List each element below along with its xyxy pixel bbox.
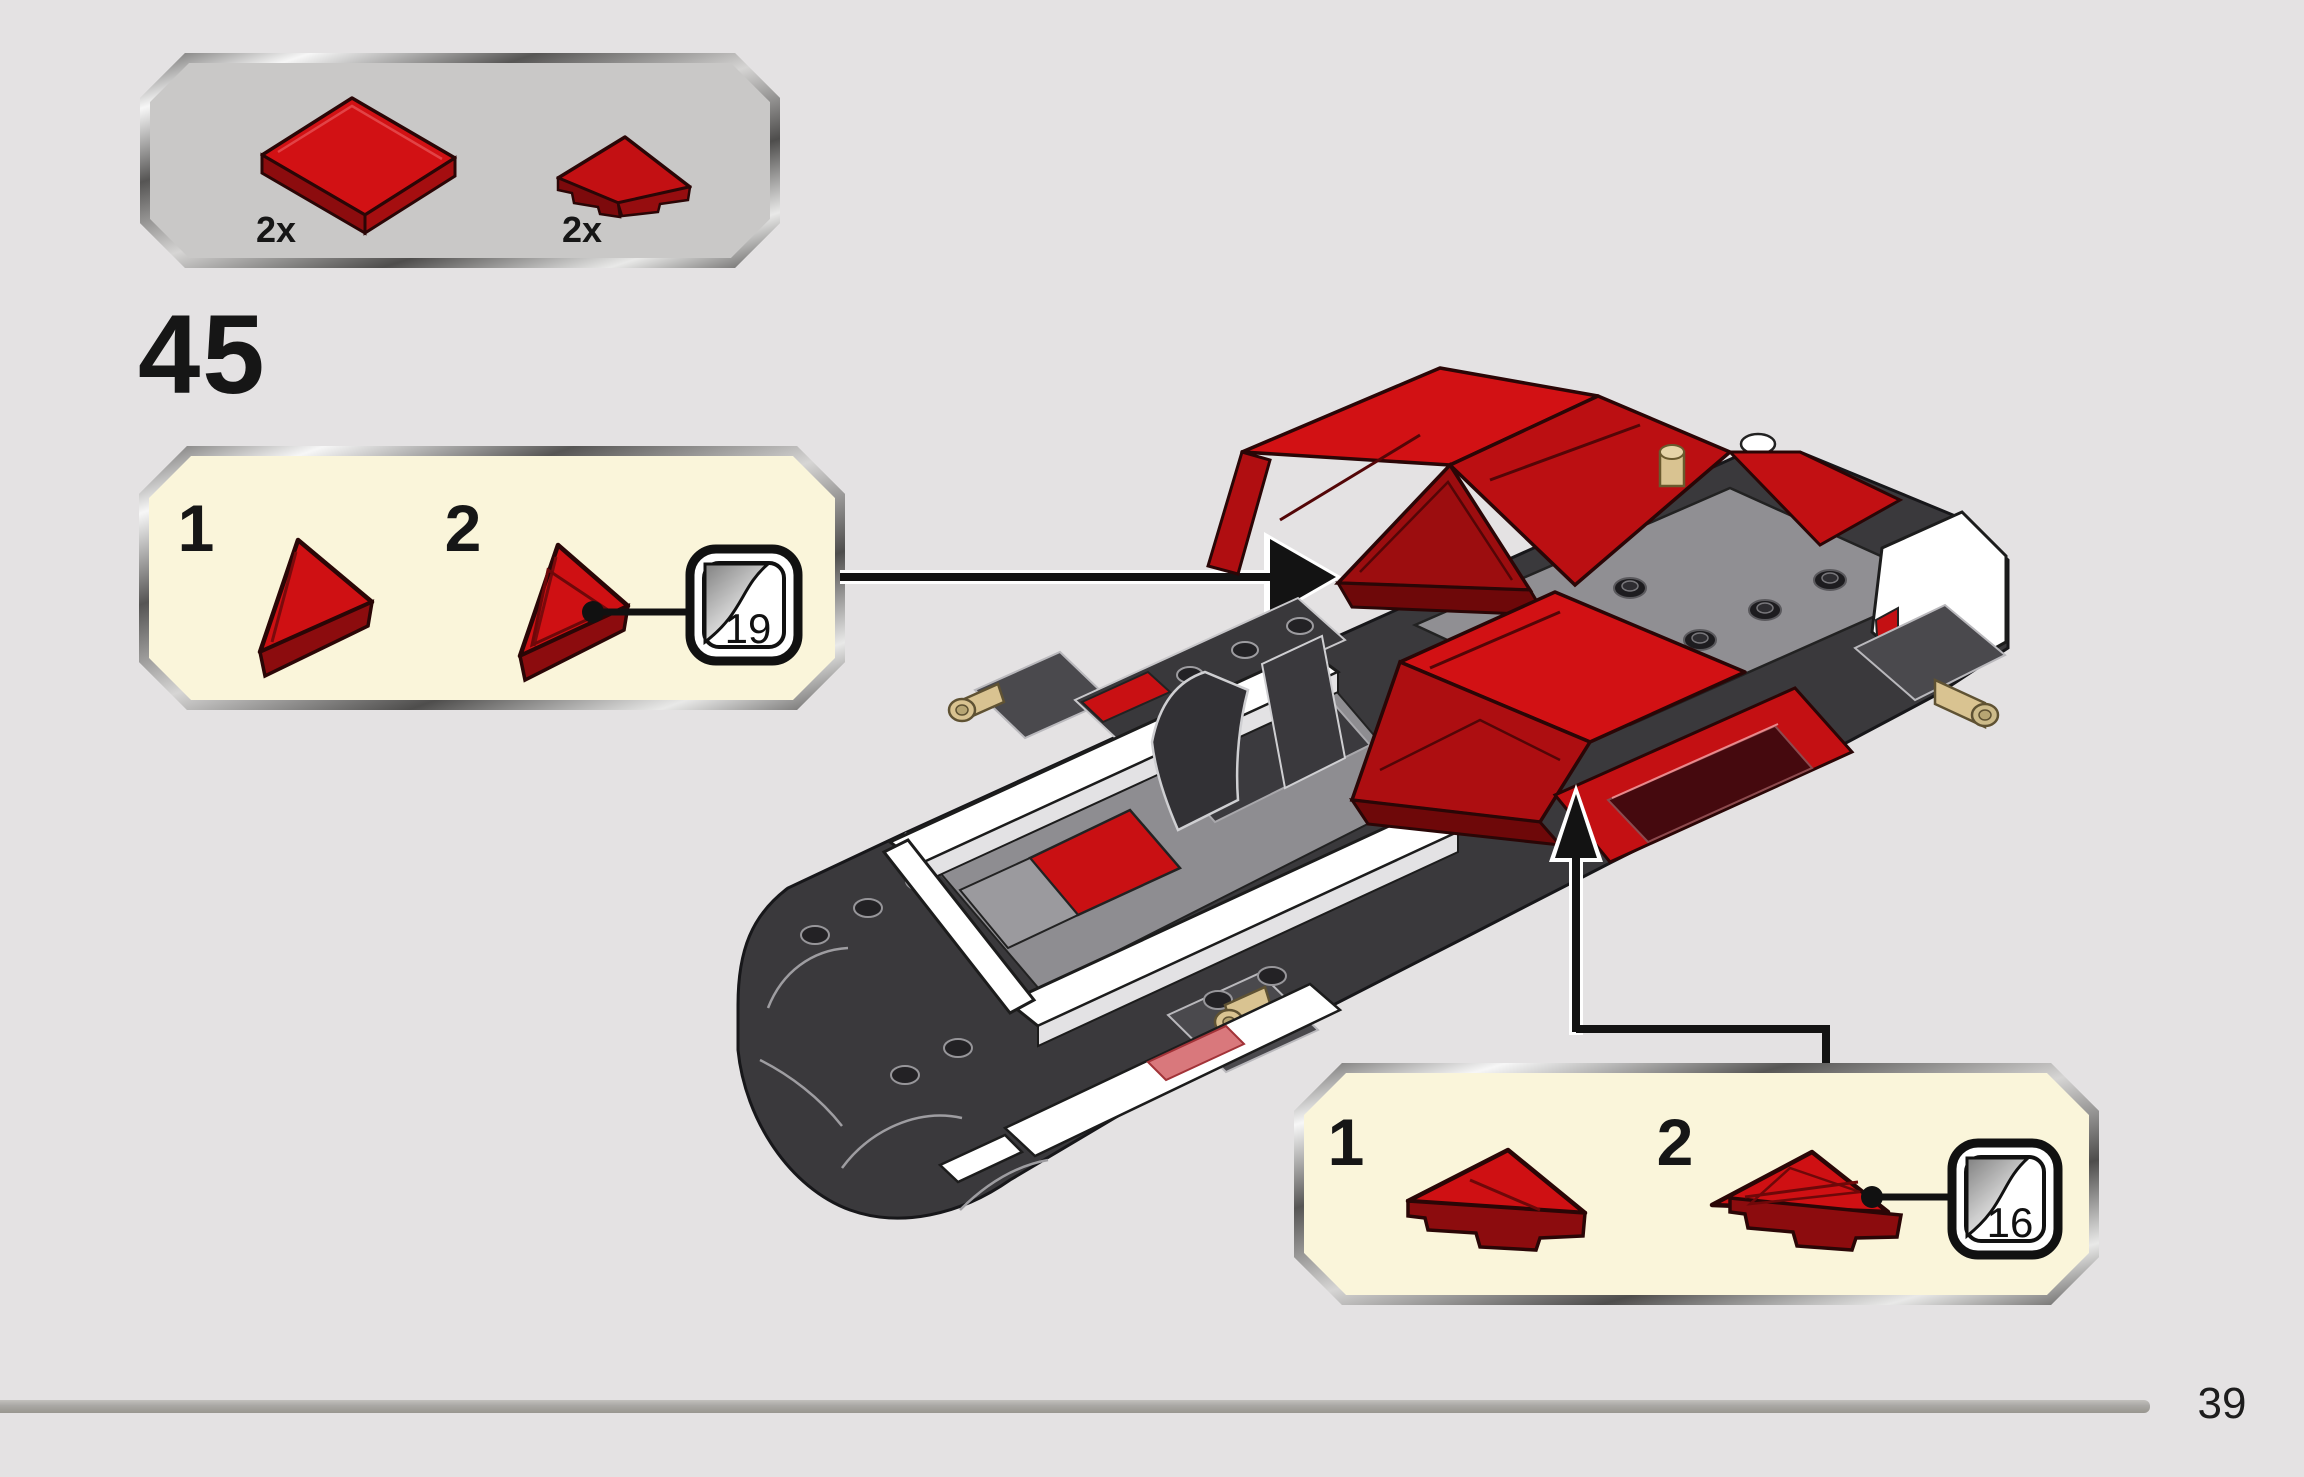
part-red-tile-icon — [260, 96, 457, 236]
red-spoiler-upper — [1206, 366, 1904, 617]
part-count-label: 2x — [256, 209, 296, 250]
page-flip-icon-16: 16 — [1947, 1138, 2063, 1260]
part-red-wedge-icon — [556, 135, 692, 219]
callout-box-top: 1 2 19 — [139, 446, 845, 710]
part-count-label: 2x — [562, 209, 602, 250]
page-curl-shape — [1965, 1156, 2032, 1240]
white-skirt — [937, 982, 1343, 1184]
page-flip-icon-19: 19 — [685, 544, 803, 666]
footer-bar — [0, 1400, 2150, 1413]
arrow-right-icon — [840, 532, 1342, 622]
arrow-up-icon — [1549, 784, 1830, 1070]
tan-pin-top — [1658, 444, 1686, 488]
callout-top-step-1-label: 1 — [178, 491, 215, 565]
left-brick-row — [1073, 596, 1347, 744]
page-ref-number: 19 — [725, 605, 772, 652]
callout-bottom-step-2-label: 2 — [1657, 1105, 1694, 1179]
callout-top-step-2-label: 2 — [445, 491, 482, 565]
callout-bottom-piece-1-icon — [1405, 1147, 1588, 1252]
callout-bottom-piece-2-icon — [1709, 1149, 1904, 1252]
page-curl-shape — [703, 562, 773, 646]
technic-brick-left — [947, 650, 1112, 740]
cockpit-walls — [1150, 634, 1347, 832]
step-number: 45 — [138, 292, 267, 417]
red-side-panel — [1552, 686, 1855, 864]
callout-box-bottom: 1 2 16 — [1294, 1063, 2099, 1305]
page-number: 39 — [2198, 1379, 2247, 1428]
red-tile-accent — [1080, 670, 1172, 724]
leader-elbow-line — [1576, 1025, 1830, 1070]
parts-box-frame — [140, 53, 780, 268]
technic-brick-rear — [1853, 603, 2007, 729]
callout-bottom-step-1-label: 1 — [1328, 1105, 1365, 1179]
callout-top-piece-1-icon — [257, 537, 375, 679]
red-wedge-lower — [1348, 590, 1747, 847]
page-ref-number: 16 — [1987, 1199, 2034, 1246]
parts-needed-box: 2x 2x — [140, 53, 780, 268]
car-assembly-illustration — [736, 366, 2010, 1220]
